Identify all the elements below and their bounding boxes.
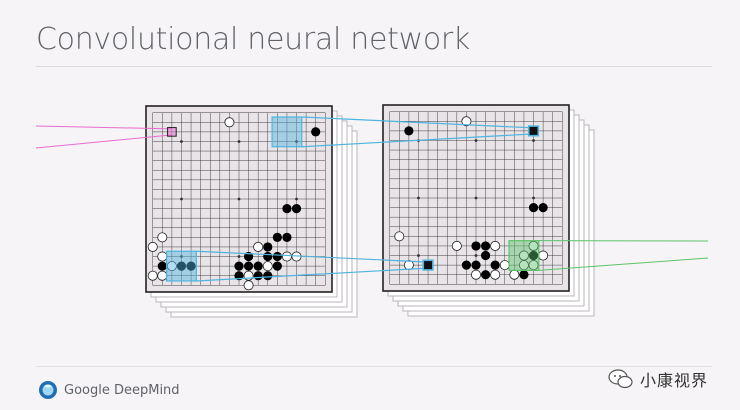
feature-black-stone <box>528 202 539 213</box>
input-white-stone <box>157 251 168 262</box>
input-layer-stack <box>145 105 358 318</box>
input-black-stone <box>272 232 282 242</box>
filter-window-green-right <box>508 240 540 271</box>
watermark-text: 小康视界 <box>640 371 709 390</box>
input-black-stone <box>253 261 263 271</box>
feature-black-stone <box>528 250 539 261</box>
input-black-stone <box>263 271 273 281</box>
input-black-stone <box>253 271 263 281</box>
input-white-stone <box>166 261 177 272</box>
feature-white-stone <box>394 231 405 242</box>
input-white-stone <box>243 270 254 281</box>
feature-white-stone <box>499 260 510 271</box>
feature-black-stone <box>480 270 491 280</box>
feature-white-stone <box>470 269 482 280</box>
feature-black-stone <box>404 126 414 136</box>
input-cell-marker <box>167 127 177 137</box>
input-star-point <box>180 255 183 258</box>
feature-black-stone <box>538 202 548 213</box>
input-star-point <box>237 197 241 201</box>
watermark: 小康视界 <box>608 366 708 392</box>
input-white-stone <box>281 251 292 262</box>
feature-black-stone <box>480 250 491 261</box>
feature-black-stone <box>480 241 491 251</box>
title-divider <box>36 66 712 67</box>
filter-line <box>301 116 534 129</box>
input-black-stone <box>243 261 254 271</box>
slide-title: Convolutional neural network <box>36 22 470 57</box>
input-white-stone <box>243 280 254 291</box>
input-white-stone <box>224 117 235 128</box>
input-black-stone <box>186 261 196 271</box>
feature-black-stone <box>461 260 472 270</box>
feature-white-stone <box>528 240 539 251</box>
input-white-stone <box>147 270 158 281</box>
feature-star-point <box>417 254 420 257</box>
feature-white-stone <box>461 116 472 127</box>
input-black-stone <box>282 232 292 242</box>
input-white-stone <box>157 270 168 281</box>
deepmind-logo-icon <box>39 381 57 399</box>
filter-line <box>196 267 429 282</box>
filter-window-blue-bottom <box>166 250 197 282</box>
filter-connectors <box>35 116 709 282</box>
feature-black-stone <box>519 270 529 280</box>
input-line <box>35 125 172 130</box>
input-white-stone <box>157 232 168 243</box>
feature-black-stone <box>471 241 481 251</box>
brand: Google DeepMind <box>38 378 180 402</box>
feature-white-stone <box>518 260 529 271</box>
input-star-point <box>295 140 298 143</box>
feature-star-point <box>532 139 535 142</box>
feature-star-point <box>417 196 420 200</box>
footer-divider <box>36 366 712 367</box>
input-white-stone <box>147 241 158 252</box>
input-black-stone <box>272 251 282 262</box>
feature-white-stone <box>509 269 520 280</box>
filter-window-blue-top <box>271 116 303 148</box>
input-star-point <box>237 140 241 143</box>
input-black-stone <box>263 242 273 252</box>
feature-white-stone <box>490 269 501 280</box>
wechat-icon <box>608 369 633 389</box>
input-black-stone <box>176 261 187 271</box>
output-line <box>538 257 709 271</box>
feature-white-stone <box>451 240 462 251</box>
brand-name: Google DeepMind <box>64 382 180 398</box>
input-star-point <box>180 140 183 143</box>
input-star-point <box>295 197 298 201</box>
feature-star-point <box>474 139 478 142</box>
input-white-stone <box>262 261 273 272</box>
input-white-stone <box>253 241 264 252</box>
input-star-point <box>237 255 241 258</box>
input-black-stone <box>157 261 167 271</box>
feature-star-point <box>474 196 478 200</box>
filter-output-cell <box>527 125 540 137</box>
filter-output-cell <box>422 259 434 271</box>
cnn-diagram <box>35 104 709 318</box>
feature-black-stone <box>490 260 500 270</box>
feature-star-point <box>532 196 535 200</box>
filter-line <box>301 133 534 148</box>
input-black-stone <box>234 261 244 271</box>
input-black-stone <box>272 261 282 271</box>
input-black-stone <box>282 203 292 214</box>
input-black-stone <box>311 127 321 137</box>
feature-white-stone <box>538 250 549 261</box>
input-black-stone <box>291 203 302 214</box>
feature-star-point <box>474 254 478 257</box>
input-line <box>35 134 172 149</box>
feature-layer-stack <box>382 104 595 317</box>
input-star-point <box>180 197 183 201</box>
filter-line <box>196 250 429 263</box>
feature-black-stone <box>471 260 481 270</box>
feature-white-stone <box>490 240 501 251</box>
input-black-stone <box>263 251 273 262</box>
